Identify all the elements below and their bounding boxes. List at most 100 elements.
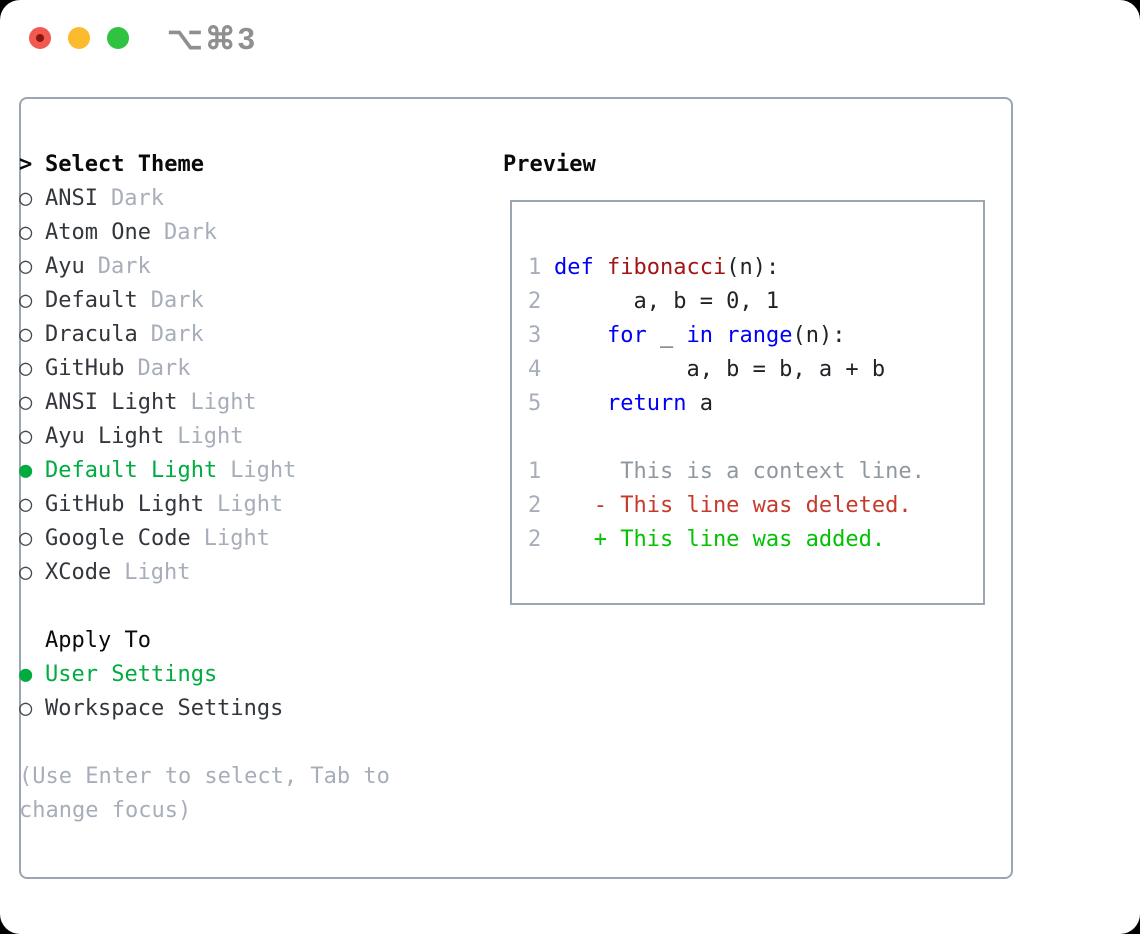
theme-variant-tag: Light [216,492,284,517]
prompt-caret-icon: > [19,152,33,177]
theme-option-github[interactable]: ○ GitHub Dark [19,352,431,386]
line-number: 4 [528,357,542,382]
radio-unselected-icon: ○ [19,254,33,279]
line-number: 3 [528,323,542,348]
theme-name-label: XCode [45,560,112,585]
code-segment-deleted: - This line was deleted. [554,493,912,518]
line-content: def fibonacci(n): [554,251,779,285]
theme-option-ansi-light[interactable]: ○ ANSI Light Light [19,386,431,420]
theme-option-ansi[interactable]: ○ ANSI Dark [19,182,431,216]
window-shortcut-label: ⌥⌘3 [167,21,257,56]
radio-unselected-icon: ○ [19,526,33,551]
theme-variant-tag: Light [203,526,270,551]
close-button-icon[interactable] [29,27,51,49]
line-number: 1 [528,255,542,280]
code-segment-plain: (n): [726,255,780,280]
line-number [528,421,554,455]
theme-option-ayu[interactable]: ○ Ayu Dark [19,250,431,284]
theme-option-default-light[interactable]: ● Default Light Light [19,454,431,488]
apply-to-title: Apply To [45,628,151,653]
theme-name-label: Ayu Light [45,424,165,449]
preview-line-code-5: 5 return a [528,387,983,421]
code-segment-keyword: in [686,323,713,348]
preview-line-added-9: 2 + This line was added. [528,523,983,557]
radio-unselected-icon: ○ [19,186,33,211]
apply-to-header: Apply To [19,624,431,658]
theme-variant-tag: Dark [137,356,191,381]
theme-name-label: Dracula [45,322,138,347]
radio-unselected-icon: ○ [19,356,33,381]
theme-name-label: Default Light [45,458,218,483]
code-segment-plain: a [686,391,713,416]
select-theme-title: Select Theme [45,152,204,177]
theme-variant-tag: Light [124,560,191,585]
preview-line-deleted-8: 2 - This line was deleted. [528,489,983,523]
line-content: + This line was added. [554,523,885,557]
zoom-button-icon[interactable] [107,27,129,49]
theme-name-label: Default [45,288,138,313]
theme-variant-tag: Light [177,424,244,449]
theme-name-label: GitHub Light [45,492,204,517]
theme-name-label: Ayu [45,254,85,279]
radio-selected-icon: ● [19,662,33,687]
radio-selected-icon: ● [19,458,33,483]
code-segment-keyword: return [606,391,687,416]
theme-option-atom-one[interactable]: ○ Atom One Dark [19,216,431,250]
radio-unselected-icon: ○ [19,492,33,517]
theme-name-label: ANSI [45,186,98,211]
radio-unselected-icon: ○ [19,560,33,585]
theme-variant-tag: Dark [150,288,204,313]
theme-name-label: ANSI Light [45,390,178,415]
code-segment-plain: (n): [792,323,846,348]
theme-variant-tag: Light [190,390,257,415]
code-segment-added: + This line was added. [554,527,886,552]
code-segment-keyword: def [554,255,594,280]
theme-option-xcode[interactable]: ○ XCode Light [19,556,431,590]
line-number: 2 [528,493,542,518]
line-content: - This line was deleted. [554,489,912,523]
theme-variant-tag: Light [230,458,297,483]
apply-option-label: User Settings [45,662,218,687]
theme-name-label: Google Code [45,526,191,551]
theme-name-label: Atom One [45,220,151,245]
keyboard-hint: (Use Enter to select, Tab to change focu… [19,764,404,823]
code-segment-keyword: range [726,323,793,348]
preview-title: Preview [503,152,596,177]
code-segment-plain [554,323,607,348]
apply-option-label: Workspace Settings [45,696,284,721]
theme-variant-tag: Dark [110,186,164,211]
theme-variant-tag: Dark [163,220,217,245]
theme-option-github-light[interactable]: ○ GitHub Light Light [19,488,431,522]
apply-option-user-settings[interactable]: ● User Settings [19,658,431,692]
spacer [19,590,431,624]
minimize-button-icon[interactable] [68,27,90,49]
radio-unselected-icon: ○ [19,220,33,245]
theme-option-ayu-light[interactable]: ○ Ayu Light Light [19,420,431,454]
preview-line-code-1: 1 def fibonacci(n): [528,251,983,285]
code-segment-plain: a, b = b, a + b [554,357,886,382]
theme-option-default[interactable]: ○ Default Dark [19,284,431,318]
radio-unselected-icon: ○ [19,390,33,415]
apply-to-list: ● User Settings ○ Workspace Settings [19,658,431,726]
theme-name-label: GitHub [45,356,125,381]
preview-line-code-3: 3 for _ in range(n): [528,319,983,353]
line-content: a, b = b, a + b [554,353,885,387]
code-segment-plain [594,255,607,280]
preview-line-context-7: 1 This is a context line. [528,455,983,489]
radio-unselected-icon: ○ [19,696,33,721]
radio-unselected-icon: ○ [19,322,33,347]
preview-line-blank-6 [528,421,983,455]
line-content: for _ in range(n): [554,319,845,353]
apply-option-workspace-settings[interactable]: ○ Workspace Settings [19,692,431,726]
radio-unselected-icon: ○ [19,288,33,313]
theme-option-google-code[interactable]: ○ Google Code Light [19,522,431,556]
line-number: 1 [528,459,542,484]
code-segment-context: This is a context line. [554,459,925,484]
radio-unselected-icon: ○ [19,424,33,449]
theme-variant-tag: Dark [97,254,151,279]
preview-line-code-4: 4 a, b = b, a + b [528,353,983,387]
line-number: 2 [528,527,542,552]
code-segment-plain [713,323,726,348]
